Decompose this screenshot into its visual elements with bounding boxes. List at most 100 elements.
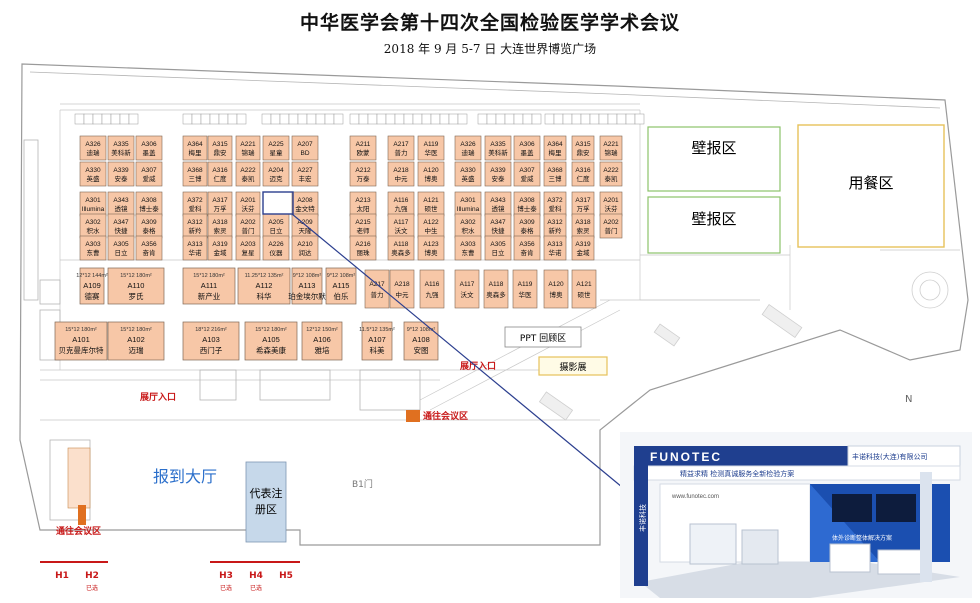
booth-id: A116 [425, 281, 440, 288]
booth-box [291, 235, 319, 261]
booth-id: A102 [127, 335, 145, 344]
booth-box [182, 191, 208, 217]
hall-H2: H2 [85, 571, 99, 581]
booth-id: A316 [575, 167, 591, 174]
booth-box [291, 161, 319, 187]
booth-id: A107 [368, 335, 386, 344]
booth-box [454, 191, 482, 217]
booth-name: 复星 [242, 248, 256, 257]
small-booth [625, 113, 636, 125]
booth-name: 日立 [115, 248, 129, 257]
small-booth [421, 113, 432, 125]
booth-name: 博奥 [550, 290, 564, 299]
small-booth [544, 113, 555, 125]
booth-name: 奥森多 [391, 248, 411, 257]
booth-name: 东曹 [87, 248, 101, 257]
booth-name: 润达 [299, 248, 313, 257]
booth-id: A111 [201, 281, 217, 290]
booth-name: 泰格 [521, 226, 535, 235]
booth-id: A208 [297, 197, 313, 204]
booth-box [454, 213, 482, 239]
booth-id: A118 [489, 281, 504, 288]
poster-zone-2-label: 壁报区 [691, 210, 736, 228]
small-booth [385, 113, 396, 125]
booth-name: 快捷 [492, 226, 506, 235]
booth-box [349, 135, 377, 161]
booth-id: A319 [212, 241, 228, 248]
big-booth-box [107, 267, 165, 305]
small-booth [634, 113, 645, 125]
booth-id: A210 [297, 241, 313, 248]
small-booth [200, 113, 211, 125]
booth-id: A207 [297, 141, 313, 148]
small-booth [288, 113, 299, 125]
booth-name: 三博 [189, 174, 203, 183]
booth-name: 丰宏 [299, 174, 313, 183]
booth-id: A213 [355, 197, 371, 204]
booth-id: A302 [85, 219, 101, 226]
booth-id: A372 [187, 197, 203, 204]
booth-box [417, 161, 445, 187]
booth-id: A216 [355, 241, 371, 248]
small-booth [457, 113, 468, 125]
booth-name: 博奥 [425, 248, 439, 257]
booth-box [417, 235, 445, 261]
delegate-zone-label-1: 代表注 [250, 486, 283, 500]
booth-id: A326 [460, 141, 476, 148]
booth-box [483, 269, 509, 309]
booth-name: 泰格 [143, 226, 157, 235]
booth-id: A121 [576, 281, 592, 288]
booth-box [349, 213, 377, 239]
booth-box [107, 191, 135, 217]
pointer-line [291, 213, 629, 493]
small-booth [522, 113, 533, 125]
booth-id: A339 [113, 167, 129, 174]
booth-id: A217 [393, 141, 409, 148]
big-booth-box [301, 321, 343, 361]
booth-name: 三博 [549, 174, 563, 183]
booth-box [262, 213, 290, 239]
booth-name: 天隆 [299, 226, 313, 235]
booth-name: 西门子 [200, 346, 223, 355]
booth-name: 科美 [370, 345, 385, 355]
booth-name: 日立 [492, 248, 506, 257]
booth-id: A218 [393, 167, 409, 174]
booth-id: A343 [113, 197, 129, 204]
small-booth [128, 113, 139, 125]
booth-name: 索灵 [214, 226, 228, 235]
booth-name: 华医 [519, 290, 533, 299]
booth-area: 15*12 180m² [193, 273, 225, 279]
booth-id: A301 [85, 197, 101, 204]
booth-name: 英盛 [462, 174, 476, 183]
booth-name: 贝克曼库尔特 [59, 345, 104, 355]
booth-name: 仁度 [577, 174, 591, 183]
booth-id: A119 [424, 141, 439, 148]
badge-text: 丰诺科技 [638, 504, 647, 532]
booth-id: A212 [355, 167, 371, 174]
booth-box [484, 235, 512, 261]
booth-name: 泰凯 [242, 174, 256, 183]
small-booth [439, 113, 450, 125]
hall-H1: H1 [55, 571, 69, 581]
booth-box [513, 235, 541, 261]
